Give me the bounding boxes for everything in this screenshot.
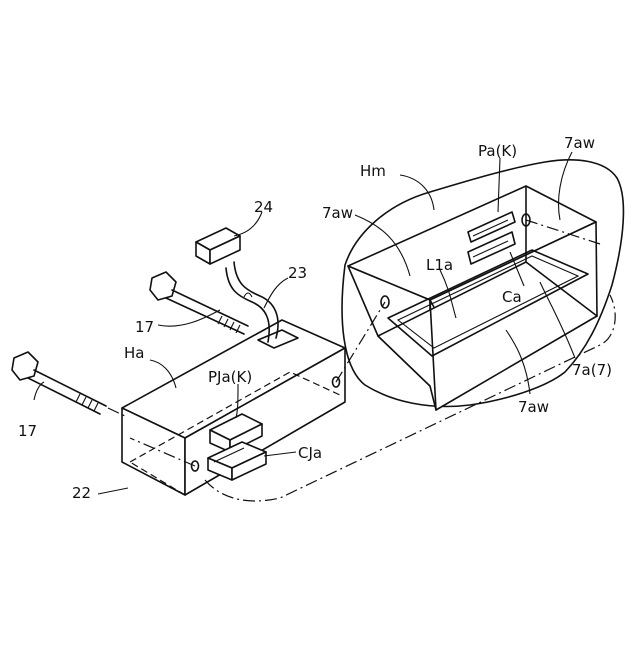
label-23: 23: [288, 264, 307, 282]
label-22: 22: [72, 484, 91, 502]
label-pa-k: Pa(K): [478, 142, 517, 160]
label-7aw-left: 7aw: [322, 204, 353, 222]
label-pja-k: PJa(K): [208, 368, 252, 386]
label-24: 24: [254, 198, 273, 216]
unit-ha: [122, 320, 345, 495]
label-7aw-top-right: 7aw: [564, 134, 595, 152]
label-17-lower: 17: [18, 422, 37, 440]
label-7a-7: 7a(7): [572, 361, 612, 379]
screw-17-upper: [150, 272, 248, 334]
label-l1a: L1a: [426, 256, 453, 274]
label-cja: CJa: [298, 444, 322, 462]
plug-24: [196, 228, 240, 264]
screw-head-lower: [12, 352, 38, 380]
screw-17-lower: [12, 352, 106, 414]
label-17-upper: 17: [135, 318, 154, 336]
label-ha: Ha: [124, 344, 144, 362]
label-hm: Hm: [360, 162, 386, 180]
label-ca: Ca: [502, 288, 522, 306]
screw-head-upper: [150, 272, 176, 300]
label-7aw-bottom: 7aw: [518, 398, 549, 416]
